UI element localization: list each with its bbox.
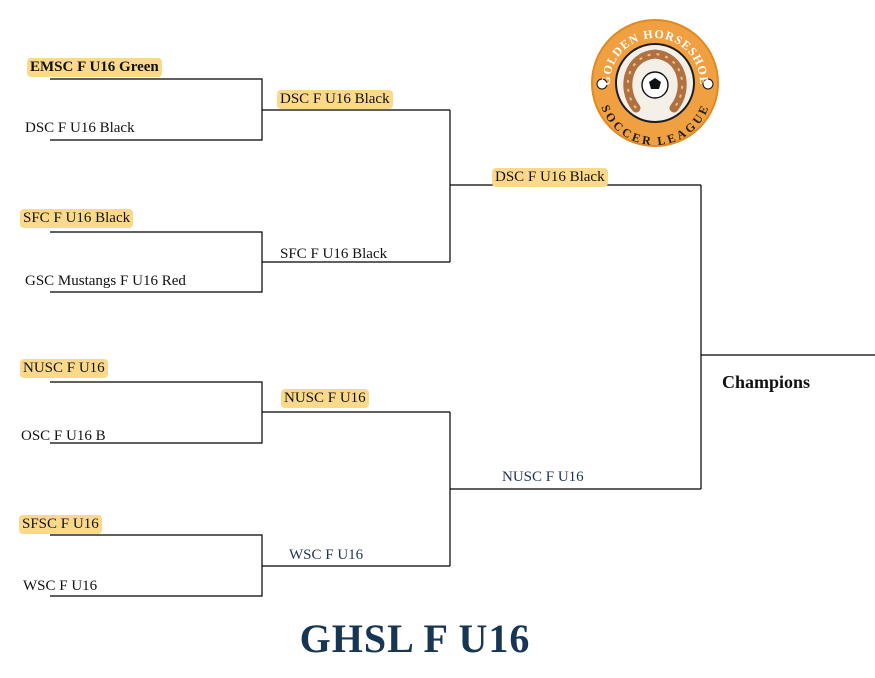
- league-logo: GOLDEN HORSESHOE SOCCER LEAGUE: [591, 19, 719, 148]
- round1-team-7: SFSC F U16: [19, 515, 102, 534]
- match1-bracket: [50, 78, 450, 141]
- final-lines: [700, 185, 875, 489]
- match4-bracket: [50, 534, 450, 597]
- round1-team-8: WSC F U16: [23, 578, 98, 594]
- round3-team-2: NUSC F U16: [502, 469, 584, 485]
- round1-team-1: EMSC F U16 Green: [27, 58, 162, 77]
- champions-label: Champions: [722, 372, 811, 392]
- page-title: GHSL F U16: [299, 616, 531, 661]
- round1-team-2: DSC F U16 Black: [25, 120, 135, 136]
- match3-bracket: [50, 381, 450, 444]
- round2-team-2: SFC F U16 Black: [280, 246, 388, 262]
- round1-lines: [50, 78, 450, 597]
- round2-team-3: NUSC F U16: [281, 389, 369, 408]
- round1-team-5: NUSC F U16: [20, 359, 108, 378]
- round2-team-4: WSC F U16: [289, 547, 364, 563]
- semi2-bracket: [449, 412, 701, 566]
- round1-team-4: GSC Mustangs F U16 Red: [25, 273, 186, 289]
- final-bracket: [700, 185, 875, 489]
- round1-team-3: SFC F U16 Black: [20, 209, 134, 228]
- round3-team-1: DSC F U16 Black: [492, 168, 608, 187]
- round2-team-1: DSC F U16 Black: [277, 90, 393, 109]
- round1-team-6: OSC F U16 B: [21, 428, 106, 444]
- match2-bracket: [50, 231, 450, 293]
